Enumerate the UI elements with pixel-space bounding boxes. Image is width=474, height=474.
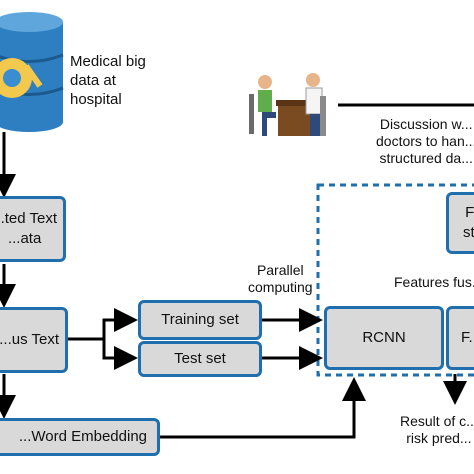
doctor-patient-icon <box>249 73 326 136</box>
test-set-box: Test set <box>138 341 262 377</box>
result-line-2: risk pred... <box>406 430 472 446</box>
database-label-line-3: hospital <box>70 91 122 108</box>
training-set-box: Training set <box>138 300 262 340</box>
database-icon <box>0 12 64 132</box>
features-fusion-label: Features fus... <box>394 274 474 290</box>
unstructured-text-box: ...ted Text ...ata <box>0 196 66 262</box>
structured-features-box: F... st... <box>446 192 474 254</box>
result-label: Result of c... risk pred... <box>400 413 474 447</box>
arrow-embedding-to-rcnn <box>160 377 366 439</box>
dashed-region <box>316 183 474 377</box>
discussion-line-2: doctors to han... <box>376 133 474 149</box>
discussion-line-1: Discussion w... <box>379 116 473 132</box>
parallel-computing-label: Parallel computing <box>248 262 313 296</box>
parallel-line-1: Parallel <box>256 262 304 278</box>
corpus-text-box: ...us Text <box>0 307 68 373</box>
arrow-corpus-to-test <box>102 339 138 370</box>
discussion-label: Discussion w... doctors to han... struct… <box>376 116 474 167</box>
training-set-label: Training set <box>161 311 239 328</box>
unstructured-line-1: ...ted Text <box>0 210 57 227</box>
word-embedding-label: ...Word Embedding <box>18 428 147 445</box>
unstructured-line-2: ...ata <box>7 230 42 247</box>
fc-box: F... <box>446 306 474 370</box>
database-label: Medical big data at hospital <box>70 52 146 109</box>
result-line-1: Result of c... <box>400 413 474 429</box>
structured-line-2: st... <box>463 224 474 241</box>
fc-label: F... <box>461 329 474 346</box>
database-label-line-2: data at <box>70 72 116 89</box>
rcnn-box: RCNN <box>324 306 444 370</box>
database-label-line-1: Medical big <box>70 53 146 70</box>
structured-line-1: F... <box>465 204 474 221</box>
discussion-line-3: structured da... <box>379 150 473 166</box>
arrow-corpus-to-training <box>68 308 138 341</box>
parallel-line-2: computing <box>248 279 313 295</box>
test-set-label: Test set <box>174 350 226 367</box>
rcnn-label: RCNN <box>362 329 406 346</box>
corpus-text-label: ...us Text <box>0 331 59 348</box>
word-embedding-box: ...Word Embedding <box>0 418 160 456</box>
